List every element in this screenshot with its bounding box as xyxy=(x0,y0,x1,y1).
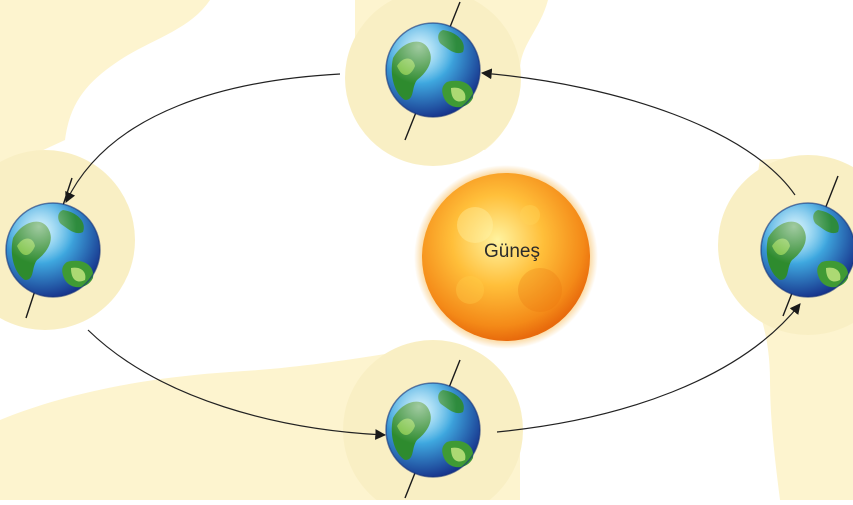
earth-bottom xyxy=(385,359,481,499)
earth-top xyxy=(385,1,481,141)
earth-right xyxy=(760,175,853,317)
earth-globe-icon xyxy=(385,22,481,118)
shadow-zone-top-left xyxy=(0,0,210,170)
earth-globe-icon xyxy=(760,202,853,298)
earth-globe-icon xyxy=(5,202,101,298)
sun-icon xyxy=(414,165,598,349)
earth-left xyxy=(5,177,101,319)
orbit-arc-left-to-bottom xyxy=(87,329,387,440)
orbit-arc-bottom-to-right xyxy=(496,303,801,433)
orbit-arc-right-to-top xyxy=(480,68,796,196)
orbit-arc-top-to-left xyxy=(65,73,341,203)
earth-globe-icon xyxy=(385,382,481,478)
